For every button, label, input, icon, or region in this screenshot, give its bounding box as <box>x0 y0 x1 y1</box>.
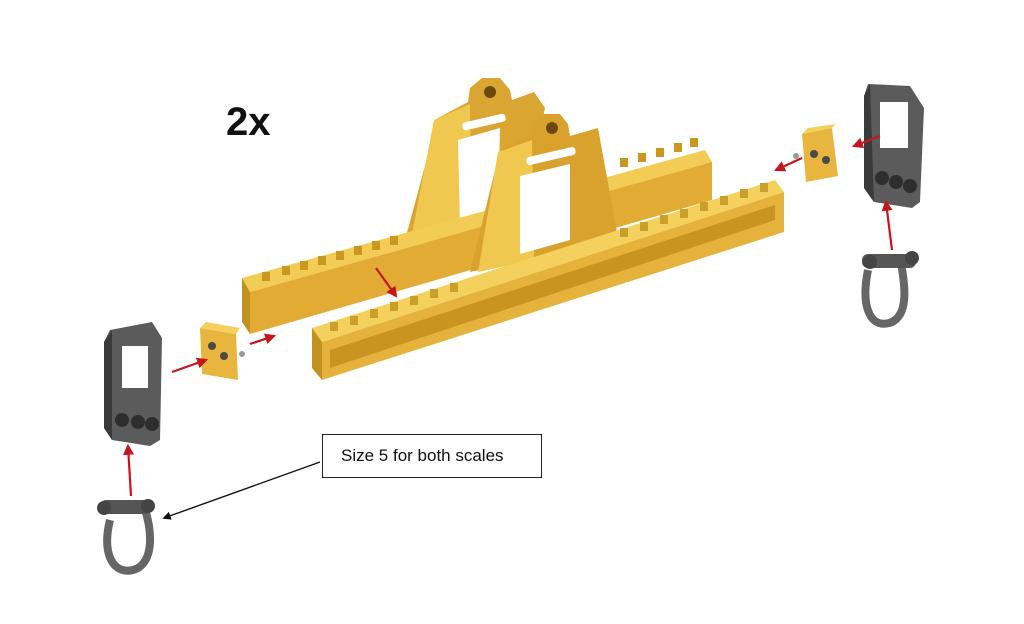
arrow-right-block-to-beam <box>774 157 803 172</box>
right-connector-block <box>793 124 838 182</box>
arrow-beam-slot <box>375 267 398 298</box>
right-end-plate <box>864 84 924 208</box>
quantity-label: 2x <box>226 100 271 144</box>
assembly-arrows <box>123 134 894 497</box>
front-beam <box>312 114 784 380</box>
left-connector-block <box>200 322 245 380</box>
callout-leader-line <box>162 461 321 520</box>
arrow-left-block-to-beam <box>249 333 277 346</box>
left-shackle <box>97 499 155 575</box>
left-end-plate <box>104 322 162 446</box>
right-shackle <box>861 251 919 328</box>
arrow-right-plate-to-block <box>851 134 881 148</box>
shackle-size-note: Size 5 for both scales <box>341 446 504 465</box>
shackle-size-callout: Size 5 for both scales <box>322 434 542 478</box>
arrow-right-shackle-to-plate <box>881 199 894 251</box>
arrow-left-shackle-to-plate <box>123 443 135 497</box>
arrow-left-plate-to-block <box>171 357 209 374</box>
